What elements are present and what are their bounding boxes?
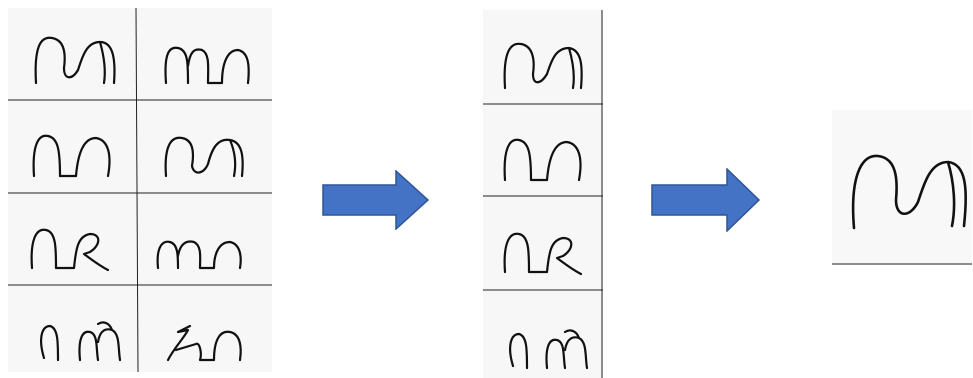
glyph-cell-5 [30,228,110,272]
glyph-grid-panel [8,8,272,372]
right-arrow-icon [651,168,761,232]
glyph-cell-2 [164,46,250,85]
glyph-column-cell-3 [503,232,583,276]
glyph-cell-4 [164,136,244,178]
glyph-cell-1 [34,36,116,85]
glyph-cell-3 [32,134,111,178]
glyph-column-cell-4 [509,329,589,370]
single-glyph-image [832,154,972,265]
glyph-column-cell-1 [503,42,583,90]
glyph-column-panel [483,10,603,378]
glyph-column-image [483,10,603,378]
glyph-cell-8 [166,324,242,362]
single-glyph [851,154,967,230]
right-arrow-icon [322,170,430,230]
glyph-cell-7 [40,321,122,362]
glyph-cell-6 [156,240,242,270]
glyph-column-cell-2 [503,138,582,182]
single-glyph-panel [832,110,972,265]
glyph-grid-image [8,8,272,372]
